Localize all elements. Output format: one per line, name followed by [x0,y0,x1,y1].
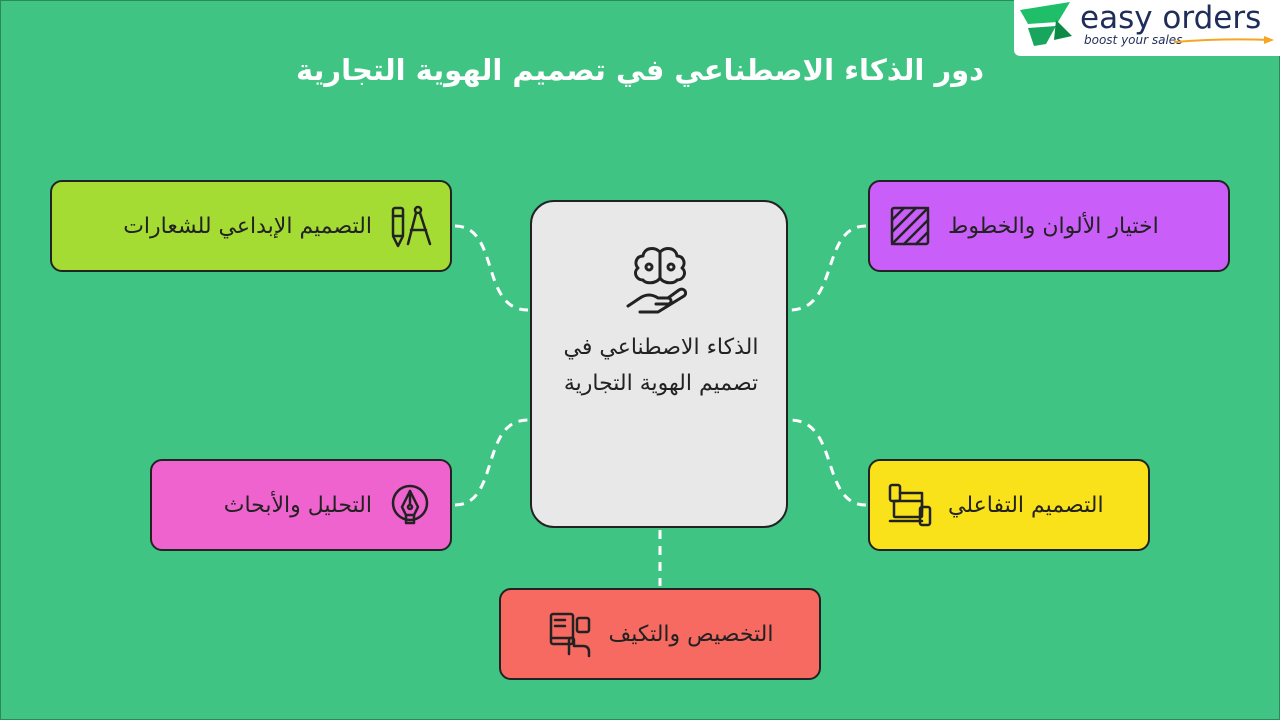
pen-nib-icon [391,484,429,525]
node-label: التحليل والأبحاث [223,492,372,518]
node-creative-logo-design: التصميم الإبداعي للشعارات [50,180,452,272]
mobile-touch-icon [549,612,590,658]
logo-tagline: boost your sales [1084,33,1183,47]
page-title: دور الذكاء الاصطناعي في تصميم الهوية الت… [295,53,985,87]
pen-compass-icon [391,205,432,248]
devices-icon [888,483,932,527]
logo-underline [1174,36,1274,44]
connector-bottom-right [789,418,867,507]
connector-bottom-left [454,418,529,507]
brand-logo: easy orders boost your sales [1014,0,1280,56]
node-customization: التخصيص والتكيف [499,588,821,680]
node-label: التصميم التفاعلي [948,492,1104,518]
center-label: الذكاء الاصطناعي في تصميم الهوية التجاري… [563,335,759,396]
node-label: اختيار الألوان والخطوط [948,213,1159,239]
center-node: الذكاء الاصطناعي في تصميم الهوية التجاري… [530,200,788,528]
node-label: التخصيص والتكيف [608,621,774,647]
node-interactive-design: التصميم التفاعلي [868,459,1150,551]
hatched-square-icon [890,206,930,246]
node-analysis-research: التحليل والأبحاث [150,459,452,551]
node-colors-fonts: اختيار الألوان والخطوط [868,180,1230,272]
brain-hand-icon [626,247,688,314]
logo-mark-icon [1020,2,1072,46]
logo-name: easy orders [1080,0,1262,36]
connector-top-right [789,224,867,312]
connector-top-left [454,224,529,312]
node-label: التصميم الإبداعي للشعارات [123,213,372,239]
